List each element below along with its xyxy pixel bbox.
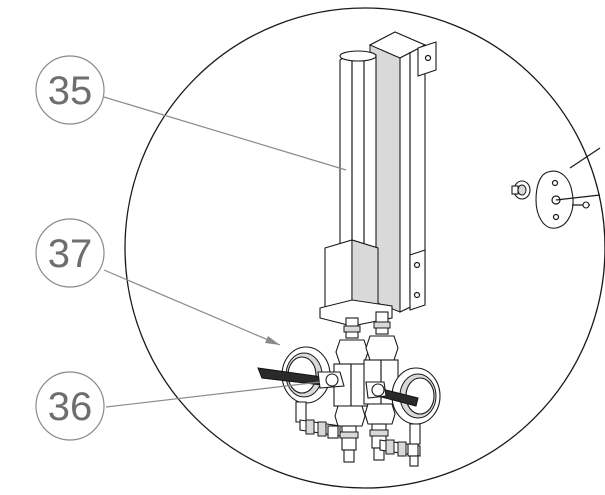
detail-circle [124,7,605,489]
callout-36-label: 36 [48,385,93,429]
column-assembly [319,31,437,327]
callout-37: 37 [35,218,105,288]
flange-detail [511,147,601,229]
leader-36 [105,381,321,408]
leader-37 [103,269,281,346]
leader-37-arrow [265,336,280,345]
callout-36: 36 [35,371,105,441]
callout-35-label: 35 [48,69,93,113]
manifold-assembly [257,311,441,467]
leader-35 [103,96,347,171]
callout-37-label: 37 [48,232,93,276]
callout-35: 35 [35,55,105,125]
